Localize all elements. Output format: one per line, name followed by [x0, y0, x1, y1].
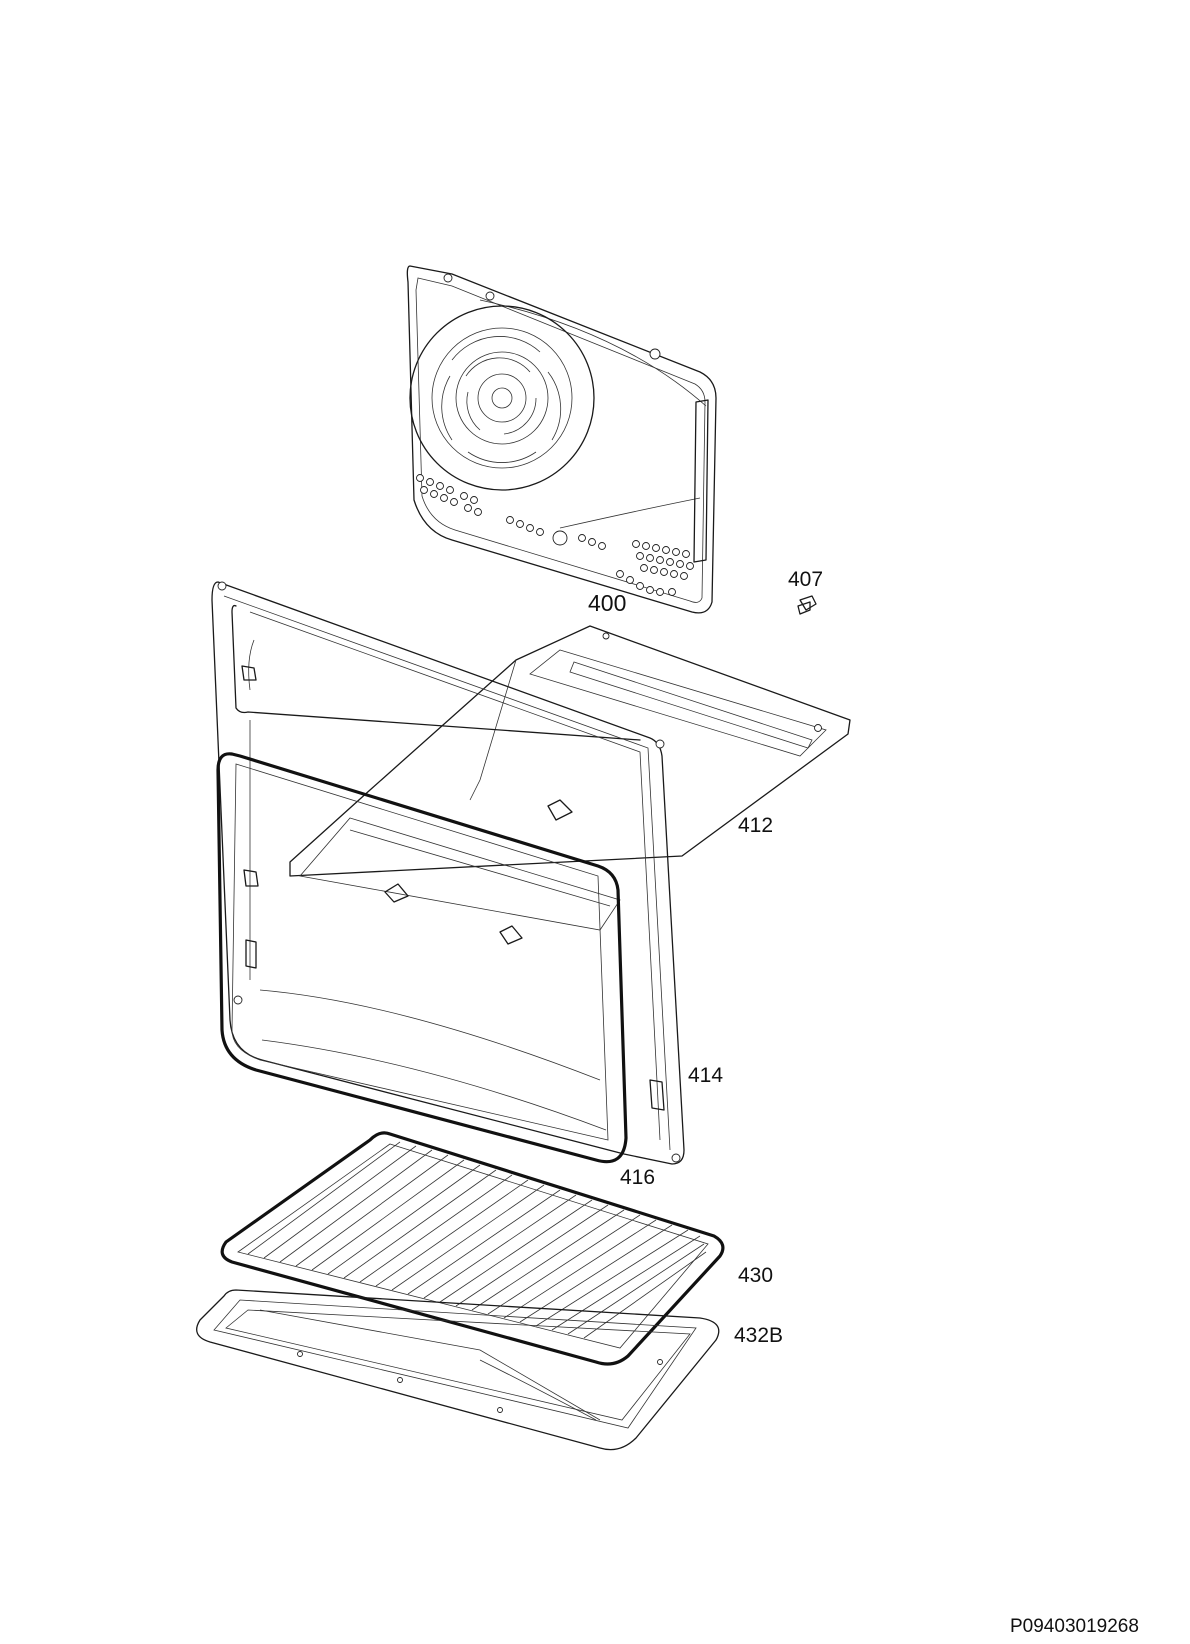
- label-412: 412: [738, 814, 773, 837]
- part-labels: 400 407 412 414 416 430 432B: [588, 568, 823, 1347]
- part-400-fan-cover: [406, 265, 717, 614]
- label-430: 430: [738, 1264, 773, 1287]
- part-412-cavity-liner: [289, 625, 851, 945]
- label-416: 416: [620, 1166, 655, 1189]
- part-407-clip: [797, 595, 817, 615]
- panel-400-holes: [416, 273, 694, 596]
- shelf-wires: [247, 1141, 707, 1339]
- label-407: 407: [788, 568, 823, 591]
- part-432b-baking-tray: [196, 1289, 720, 1451]
- part-414-front-frame: [211, 581, 685, 1165]
- part-416-door-gasket: [216, 752, 628, 1164]
- label-432b: 432B: [734, 1324, 783, 1347]
- label-400: 400: [588, 590, 626, 616]
- part-430-wire-shelf: [220, 1131, 725, 1366]
- label-414: 414: [688, 1064, 723, 1087]
- document-code: P09403019268: [1010, 1616, 1139, 1637]
